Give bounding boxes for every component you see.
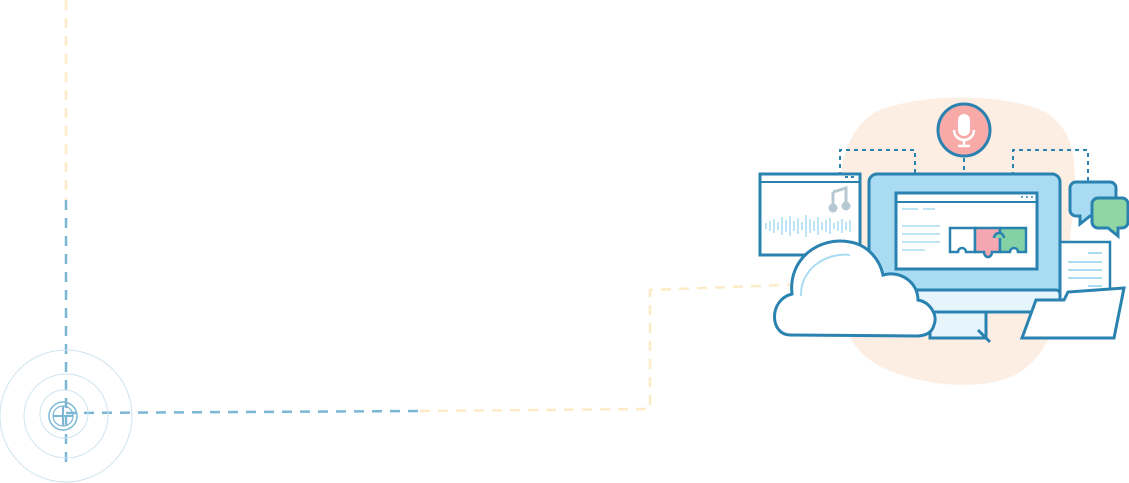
microphone-icon <box>936 102 992 158</box>
mic-connectors <box>839 149 1089 182</box>
target-crosshair-icon <box>0 349 133 483</box>
puzzle-icon <box>948 226 1028 259</box>
folder-icon <box>1019 286 1126 340</box>
horizontal-dashed-line-blue <box>65 409 421 415</box>
music-note-icon <box>828 185 851 213</box>
chat-bubbles-icon <box>1068 180 1129 240</box>
cloud-inner-line <box>799 253 851 297</box>
connector-paths <box>64 0 811 470</box>
dashed-path-cream <box>419 282 811 413</box>
waveform <box>765 215 851 237</box>
